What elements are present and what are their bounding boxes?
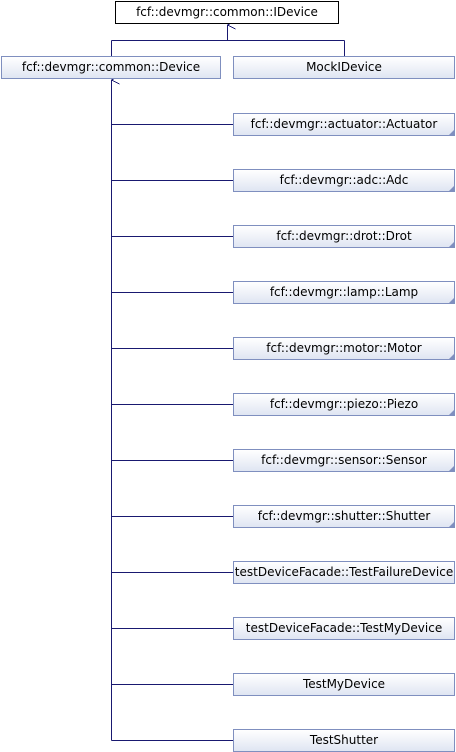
class-node-label: fcf::devmgr::motor::Motor bbox=[266, 341, 422, 355]
more-subclasses-icon bbox=[448, 241, 454, 247]
class-node-fcf-devmgr-sensor-sensor[interactable]: fcf::devmgr::sensor::Sensor bbox=[233, 449, 455, 472]
class-node-fcf-devmgr-actuator-actuator[interactable]: fcf::devmgr::actuator::Actuator bbox=[233, 113, 455, 136]
class-node-label: testDeviceFacade::TestFailureDevice bbox=[234, 565, 454, 579]
class-node-idevice: fcf::devmgr::common::IDevice bbox=[115, 1, 339, 24]
more-subclasses-icon bbox=[448, 129, 454, 135]
class-node-label: MockIDevice bbox=[306, 60, 382, 74]
class-node-fcf-devmgr-motor-motor[interactable]: fcf::devmgr::motor::Motor bbox=[233, 337, 455, 360]
more-subclasses-icon bbox=[448, 465, 454, 471]
class-node-device[interactable]: fcf::devmgr::common::Device bbox=[1, 56, 221, 79]
class-node-label: fcf::devmgr::actuator::Actuator bbox=[250, 117, 438, 131]
class-node-label: fcf::devmgr::common::IDevice bbox=[136, 5, 318, 19]
class-node-testmydevice[interactable]: TestMyDevice bbox=[233, 673, 455, 696]
more-subclasses-icon bbox=[448, 297, 454, 303]
class-node-testdevicefacade-testfailuredevice[interactable]: testDeviceFacade::TestFailureDevice bbox=[233, 561, 455, 584]
more-subclasses-icon bbox=[448, 409, 454, 415]
class-node-fcf-devmgr-lamp-lamp[interactable]: fcf::devmgr::lamp::Lamp bbox=[233, 281, 455, 304]
more-subclasses-icon bbox=[448, 185, 454, 191]
class-node-label: fcf::devmgr::sensor::Sensor bbox=[261, 453, 427, 467]
class-node-fcf-devmgr-piezo-piezo[interactable]: fcf::devmgr::piezo::Piezo bbox=[233, 393, 455, 416]
class-node-mockidevice[interactable]: MockIDevice bbox=[233, 56, 455, 79]
more-subclasses-icon bbox=[448, 521, 454, 527]
class-node-label: fcf::devmgr::common::Device bbox=[21, 60, 201, 74]
class-node-label: fcf::devmgr::adc::Adc bbox=[279, 173, 409, 187]
class-node-label: TestMyDevice bbox=[302, 677, 386, 691]
class-node-label: fcf::devmgr::lamp::Lamp bbox=[269, 285, 419, 299]
class-node-label: fcf::devmgr::drot::Drot bbox=[276, 229, 412, 243]
class-node-label: TestShutter bbox=[309, 733, 379, 747]
more-subclasses-icon bbox=[448, 353, 454, 359]
class-node-fcf-devmgr-shutter-shutter[interactable]: fcf::devmgr::shutter::Shutter bbox=[233, 505, 455, 528]
class-node-label: fcf::devmgr::shutter::Shutter bbox=[257, 509, 431, 523]
class-node-fcf-devmgr-adc-adc[interactable]: fcf::devmgr::adc::Adc bbox=[233, 169, 455, 192]
class-node-fcf-devmgr-drot-drot[interactable]: fcf::devmgr::drot::Drot bbox=[233, 225, 455, 248]
class-node-label: fcf::devmgr::piezo::Piezo bbox=[269, 397, 419, 411]
class-node-testshutter[interactable]: TestShutter bbox=[233, 729, 455, 752]
class-node-label: testDeviceFacade::TestMyDevice bbox=[245, 621, 443, 635]
class-node-testdevicefacade-testmydevice[interactable]: testDeviceFacade::TestMyDevice bbox=[233, 617, 455, 640]
